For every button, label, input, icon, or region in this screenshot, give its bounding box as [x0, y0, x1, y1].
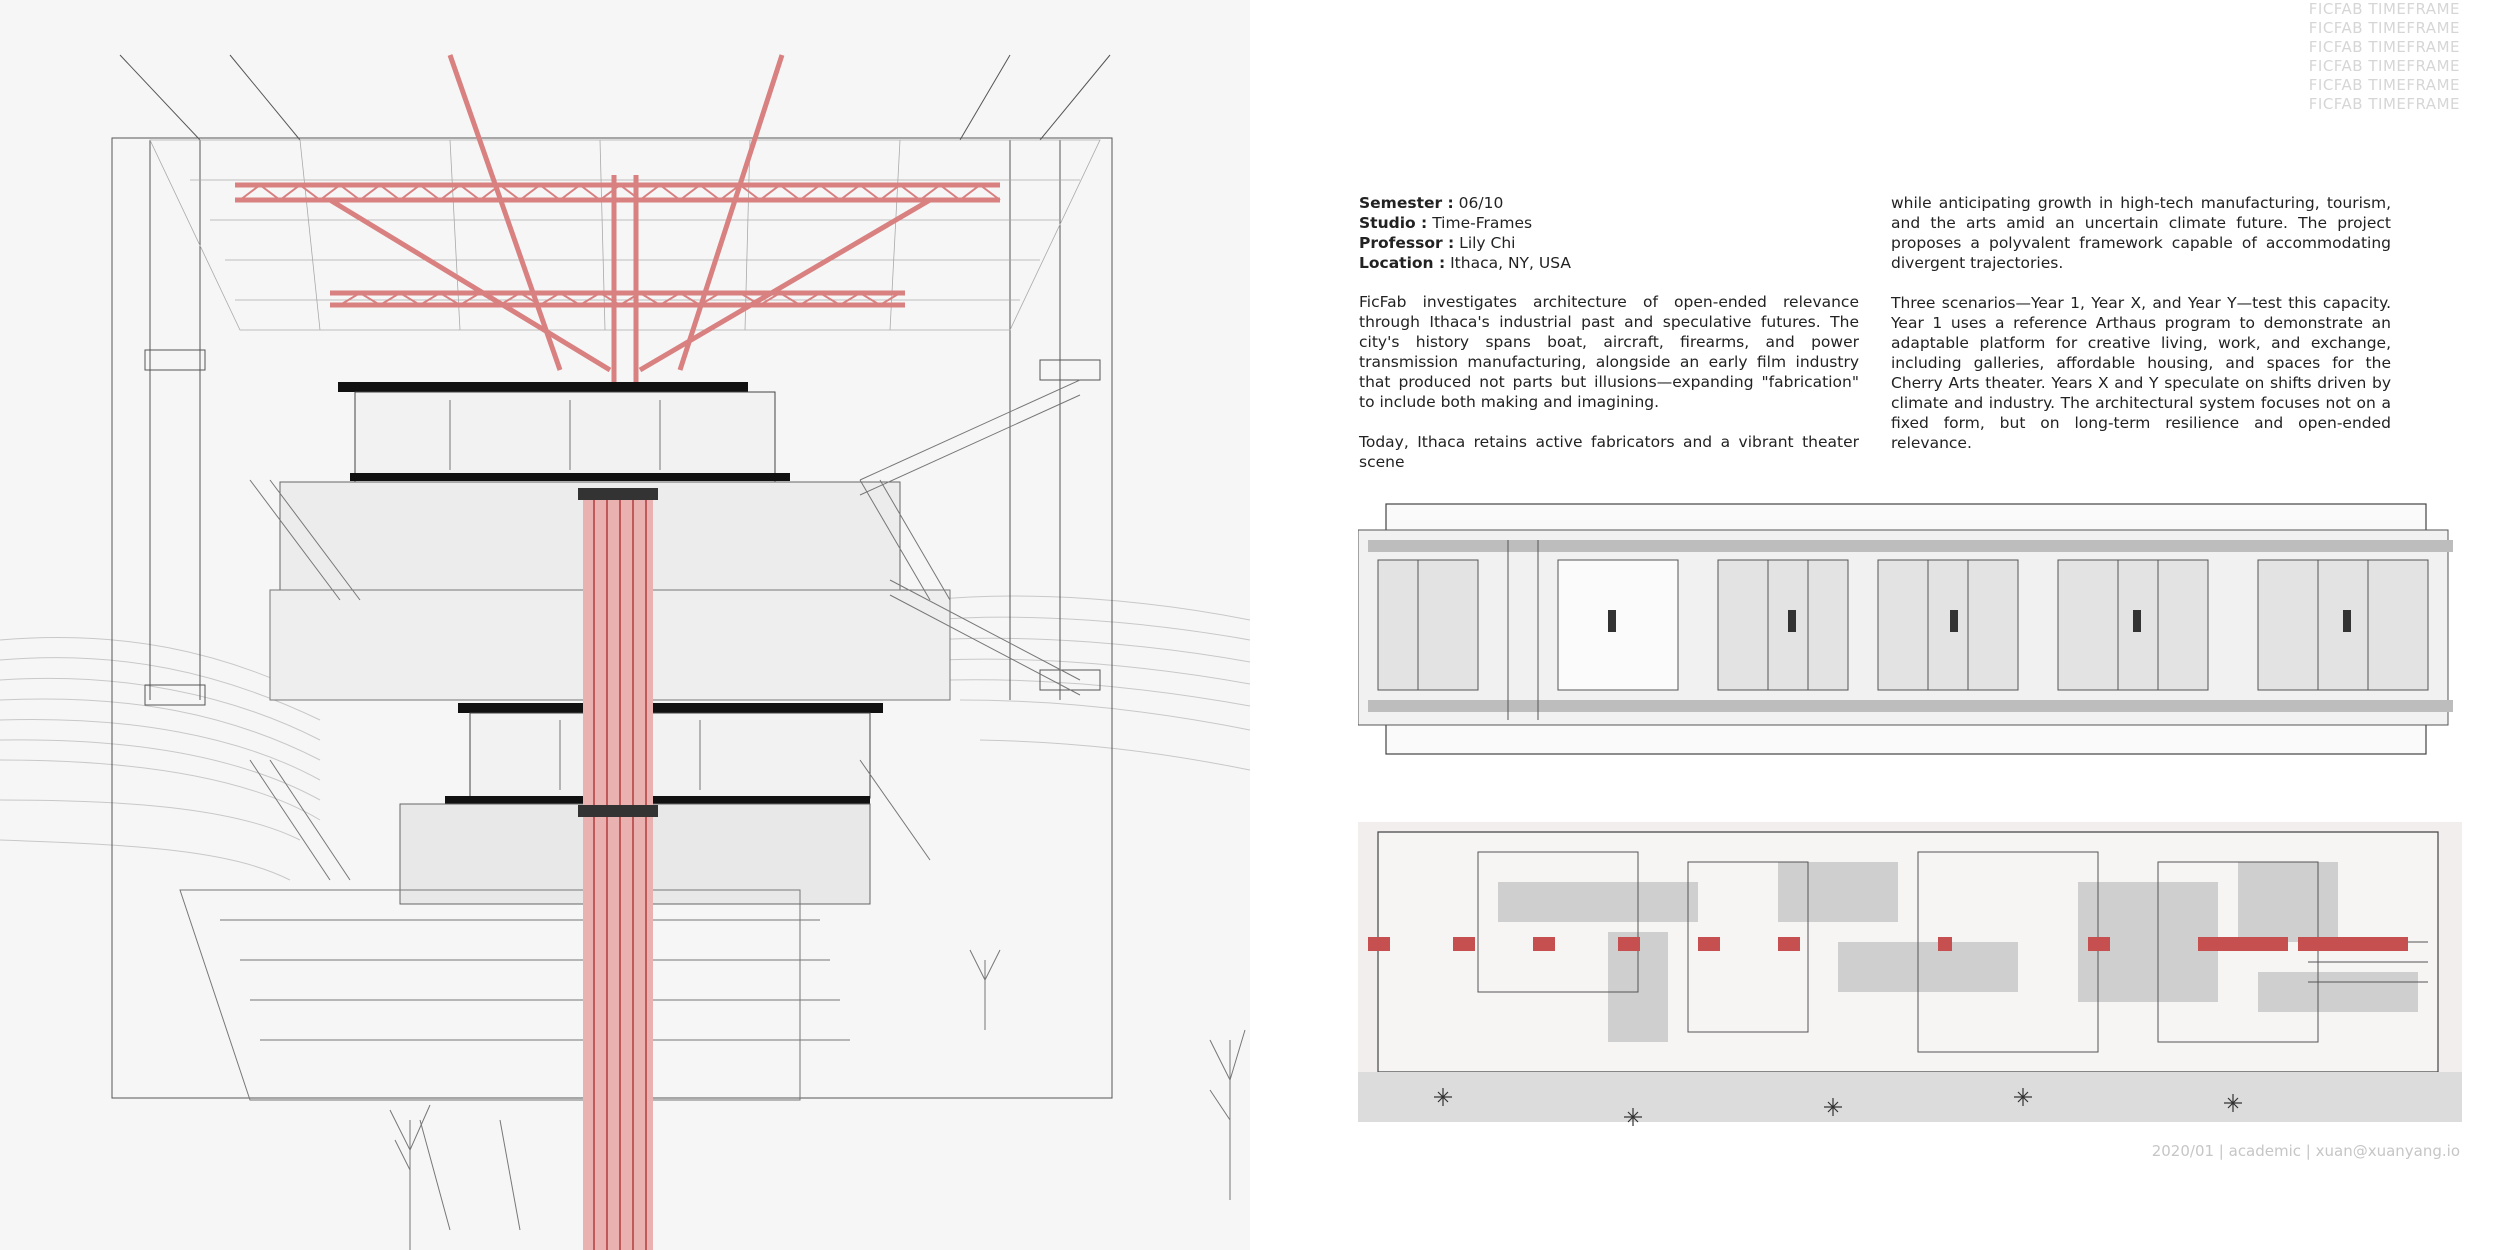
meta-value: Ithaca, NY, USA: [1445, 254, 1571, 272]
red-truss-crane: [235, 54, 1000, 385]
meta-value: Time-Frames: [1427, 214, 1533, 232]
body-paragraph: Three scenarios—Year 1, Year X, and Year…: [1891, 294, 2391, 452]
trees: [389, 949, 1246, 1250]
watermark-line: FICFAB TIMEFRAME: [2308, 57, 2460, 75]
body-paragraph: Today, Ithaca retains active fabricators…: [1359, 433, 1859, 471]
plan-shadows: [1358, 862, 2462, 1122]
meta-professor: Professor : Lily Chi: [1359, 233, 1829, 253]
text-column-right: while anticipating growth in high-tech m…: [1891, 193, 2391, 473]
project-meta: Semester : 06/10 Studio : Time-Frames Pr…: [1359, 193, 1829, 273]
floor-plan-upper: [1358, 503, 2453, 755]
axonometric-section-drawing: [0, 54, 1250, 1250]
meta-semester: Semester : 06/10: [1359, 193, 1829, 213]
plan-units: [1377, 559, 2429, 691]
structural-frame: [111, 54, 1113, 1099]
watermark-line: FICFAB TIMEFRAME: [2308, 19, 2460, 37]
meta-label: Professor :: [1359, 234, 1455, 252]
floor-plan-ground: [1358, 822, 2462, 1126]
watermark-line: FICFAB TIMEFRAME: [2308, 95, 2460, 113]
meta-value: 06/10: [1453, 194, 1504, 212]
watermark-line: FICFAB TIMEFRAME: [2308, 76, 2460, 94]
meta-value: Lily Chi: [1454, 234, 1516, 252]
meta-label: Location :: [1359, 254, 1446, 272]
meta-location: Location : Ithaca, NY, USA: [1359, 253, 1829, 273]
body-paragraph: while anticipating growth in high-tech m…: [1891, 194, 2391, 272]
stairs-and-terraces: [179, 379, 1081, 1231]
red-stair-markers: [1368, 937, 2408, 951]
axonometric-section-page: [0, 54, 1250, 1250]
plan-cores: [1608, 610, 2351, 632]
watermark-line: FICFAB TIMEFRAME: [2308, 0, 2460, 18]
meta-studio: Studio : Time-Frames: [1359, 213, 1829, 233]
red-core: [578, 488, 658, 1250]
meta-label: Studio :: [1359, 214, 1428, 232]
text-page: FICFAB TIMEFRAME FICFAB TIMEFRAME FICFAB…: [1250, 0, 2500, 1250]
plan-partitions: [1417, 540, 2369, 720]
body-paragraph: FicFab investigates architecture of open…: [1359, 293, 1859, 411]
watermark: FICFAB TIMEFRAME FICFAB TIMEFRAME FICFAB…: [2250, 0, 2460, 114]
red-truss-bracing: [239, 183, 1001, 307]
text-column-left: FicFab investigates architecture of open…: [1359, 292, 1859, 492]
meta-label: Semester :: [1359, 194, 1454, 212]
watermark-line: FICFAB TIMEFRAME: [2308, 38, 2460, 56]
plan-vegetation: [1434, 1088, 2242, 1126]
footer-credit: 2020/01 | academic | xuan@xuanyang.io: [2151, 1142, 2460, 1160]
